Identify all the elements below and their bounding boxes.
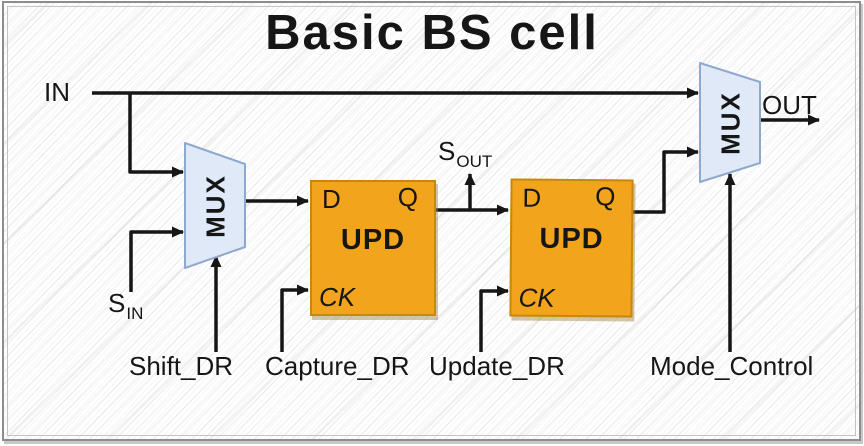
upd2-ck-label: CK	[518, 282, 555, 313]
shift-dr-label: Shift_DR	[129, 351, 234, 381]
q2-to-mux-wire	[630, 146, 699, 214]
update-dr-label: Update_DR	[429, 351, 565, 381]
mode-control-label: Mode_Control	[650, 351, 814, 381]
in-branch-wire	[128, 93, 184, 178]
s-in-subscript: IN	[126, 304, 144, 323]
s-in-label: SIN	[108, 288, 143, 323]
capture-dr-wire	[280, 284, 309, 352]
s-out-base: S	[438, 136, 456, 166]
mux-right-label: MUX	[715, 91, 746, 155]
s-out-label: SOUT	[438, 136, 492, 171]
page-title: Basic BS cell	[265, 6, 599, 60]
mux-left-label: MUX	[200, 174, 231, 238]
upd2-name-label: UPD	[539, 222, 604, 256]
upd2-block: D Q UPD CK	[509, 178, 634, 318]
capture-dr-label: Capture_DR	[265, 351, 410, 381]
update-dr-wire	[479, 285, 509, 352]
upd1-ck-label: CK	[319, 282, 356, 312]
mux-left-shape	[184, 142, 246, 269]
out-label: OUT	[762, 90, 817, 120]
upd1-block: D Q UPD CK	[310, 180, 436, 316]
upd2-d-label: D	[522, 182, 542, 213]
s-in-base: S	[108, 288, 126, 318]
upd1-d-label: D	[322, 184, 341, 214]
upd1-q-label: Q	[397, 182, 418, 212]
upd2-q-label: Q	[595, 181, 616, 212]
upd1-name-label: UPD	[340, 224, 406, 256]
s-out-subscript: OUT	[456, 152, 493, 171]
in-label: IN	[44, 77, 70, 107]
mux-right-shape	[699, 62, 761, 183]
s-in-wire	[129, 226, 184, 292]
